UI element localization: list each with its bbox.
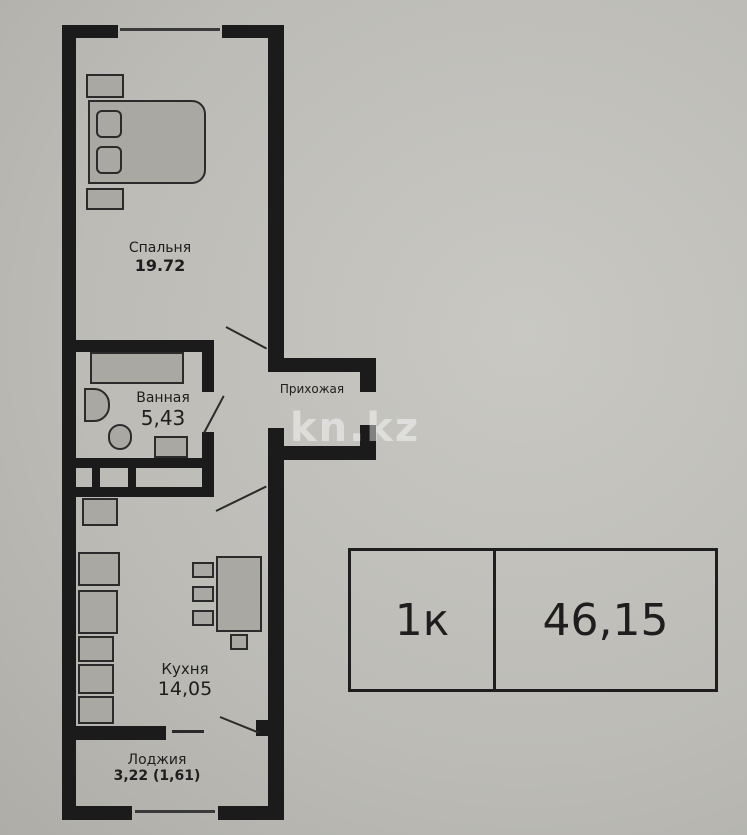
chair-icon — [192, 586, 214, 602]
bath-wall-bottom — [76, 458, 214, 468]
watermark: kn.kz — [290, 405, 421, 451]
room-name: Кухня — [161, 660, 209, 678]
room-area: 3,22 (1,61) — [113, 768, 201, 784]
dining-table-icon — [216, 556, 262, 632]
counter-icon — [78, 636, 114, 662]
room-name: Спальня — [128, 240, 192, 256]
room-count: 1к — [351, 551, 496, 689]
loggia-partition — [172, 730, 204, 733]
room-name: Лоджия — [127, 752, 187, 768]
wall-left — [62, 25, 76, 820]
chair-icon — [192, 562, 214, 578]
shaft-wall-bottom — [76, 487, 214, 497]
nightstand-top-icon — [86, 74, 124, 98]
chair-icon — [230, 634, 248, 650]
toilet-icon — [108, 424, 132, 450]
wall-hall-right-top — [360, 358, 376, 392]
wall-bottom-left — [62, 806, 132, 820]
pillow-icon — [96, 146, 122, 174]
bath-wall-top — [76, 340, 214, 352]
room-area: 14,05 — [157, 678, 213, 700]
wall-bottom-right — [218, 806, 284, 820]
loggia-wall — [76, 726, 166, 740]
room-label-bathroom: Ванная 5,43 — [136, 390, 190, 430]
room-label-hallway: Прихожая — [280, 382, 344, 396]
bedroom-window — [120, 28, 220, 31]
bath-wall-right-top — [202, 340, 214, 392]
wall-hall-bottom — [268, 446, 376, 460]
room-name: Прихожая — [279, 382, 345, 396]
room-name: Ванная — [136, 390, 190, 406]
washing-machine-icon — [154, 436, 188, 458]
room-label-kitchen: Кухня 14,05 — [158, 660, 212, 700]
room-label-loggia: Лоджия 3,22 (1,61) — [114, 752, 201, 784]
sink-icon — [84, 388, 110, 422]
nightstand-bottom-icon — [86, 188, 124, 210]
room-area: 5,43 — [140, 406, 186, 430]
kitchen-sink-icon — [82, 498, 118, 526]
wall-right-lower — [268, 446, 284, 820]
bathtub-icon — [90, 352, 184, 384]
fridge-icon — [78, 696, 114, 724]
total-area: 46,15 — [542, 594, 669, 646]
shaft-divider-1 — [92, 462, 100, 492]
pillow-icon — [96, 110, 122, 138]
counter-icon — [78, 664, 114, 694]
counter-icon — [78, 590, 118, 634]
chair-icon — [192, 610, 214, 626]
wall-hall-top — [268, 358, 376, 372]
loggia-window — [135, 810, 215, 813]
wall-right-upper — [268, 25, 284, 370]
stove-icon — [78, 552, 120, 586]
wall-right-short — [268, 428, 284, 450]
room-label-bedroom: Спальня 19.72 — [129, 240, 191, 275]
apartment-summary-box: 1к 46,15 — [348, 548, 718, 692]
room-area: 19.72 — [134, 256, 186, 275]
wall-top-left — [62, 25, 118, 38]
shaft-divider-2 — [128, 462, 136, 492]
